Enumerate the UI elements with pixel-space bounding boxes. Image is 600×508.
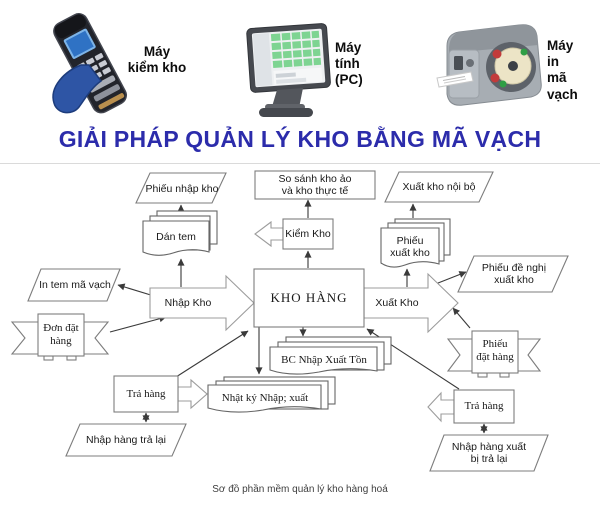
diagram-caption: Sơ đồ phần mềm quản lý kho hàng hoá [212, 484, 388, 495]
kiem-kho-left-block-arrow [254, 220, 284, 248]
phieu-dat-hang-label: Phiếu đặt hàng [476, 338, 514, 363]
dan-tem-docs-shape [142, 210, 218, 256]
phieu-nhap-kho-label: Phiếu nhập kho [145, 182, 219, 195]
phieu-dat-hang-banner-shape [446, 330, 542, 378]
tra-hang-left-label: Trả hàng [126, 387, 166, 400]
tra-hang-right-shape [453, 389, 515, 424]
document-stacks [142, 210, 451, 413]
nhat-ky-label: Nhật ký Nhập; xuất [221, 392, 309, 405]
barcode-printer-image [436, 24, 542, 106]
scanner-label: Máy kiểm kho [127, 44, 187, 76]
page-title: GIẢI PHÁP QUẢN LÝ KHO BẰNG MÃ VẠCH [58, 126, 542, 152]
tra-hang-left-shape [113, 375, 179, 413]
nhap-hang-xuat-bi-tra-lai-shape [429, 434, 549, 472]
so-sanh-kho-shape [254, 170, 376, 200]
in-tem-ma-vach-label: In tem mã vạch [39, 278, 111, 291]
xuat-kho-arrow-shape [363, 272, 459, 334]
tra-hang-left-block-arrow [177, 378, 208, 410]
phieu-xuat-kho-label: Phiếu xuất kho [390, 234, 430, 259]
nhap-hang-tra-lai-shape [65, 423, 187, 457]
kiem-kho-label: Kiểm Kho [285, 227, 331, 240]
handheld-scanner-image [52, 13, 128, 114]
nhap-hang-xuat-bi-tra-lai-label: Nhập hàng xuất bị trả lại [451, 440, 527, 465]
so-sanh-kho-label: So sánh kho ảo và kho thực tế [278, 172, 352, 197]
don-dat-hang-label: Đơn đặt hàng [43, 322, 79, 347]
bc-nhap-xuat-ton-docs-shape [269, 336, 392, 375]
phieu-nhap-kho-shape [135, 172, 227, 204]
dan-tem-label: Dán tem [156, 231, 196, 244]
xuat-kho-noi-bo-label: Xuất kho nội bộ [402, 180, 476, 193]
don-dat-hang-banner-shape [10, 313, 110, 361]
flow-shapes [10, 170, 569, 472]
kiem-kho-shape [282, 218, 334, 250]
nhap-kho-label: Nhập Kho [164, 296, 212, 309]
block-arrows [149, 220, 459, 423]
phieu-xuat-kho-docs-shape [380, 218, 451, 268]
printer-label: Máy in mã vạch [547, 38, 578, 102]
nhap-kho-arrow-shape [149, 274, 255, 332]
pc-label: Máy tính (PC) [335, 40, 363, 88]
tra-hang-right-label: Trả hàng [464, 400, 504, 413]
bc-nhap-xuat-ton-label: BC Nhập Xuất Tồn [281, 354, 367, 367]
tra-hang-right-block-arrow [427, 391, 455, 423]
xuat-kho-label: Xuất Kho [375, 296, 419, 309]
xuat-kho-noi-bo-shape [384, 171, 494, 203]
pos-computer-image [246, 23, 331, 117]
phieu-de-nghi-shape [457, 255, 569, 293]
header-divider [0, 163, 600, 164]
phieu-de-nghi-label: Phiếu đề nghị xuất kho [481, 261, 547, 286]
kho-hang-shape [253, 268, 365, 328]
in-tem-ma-vach-shape [27, 268, 121, 302]
kho-hang-label: KHO HÀNG [270, 290, 348, 306]
nhap-hang-tra-lai-label: Nhập hàng trả lại [86, 433, 166, 446]
nhat-ky-docs-shape [207, 376, 336, 413]
